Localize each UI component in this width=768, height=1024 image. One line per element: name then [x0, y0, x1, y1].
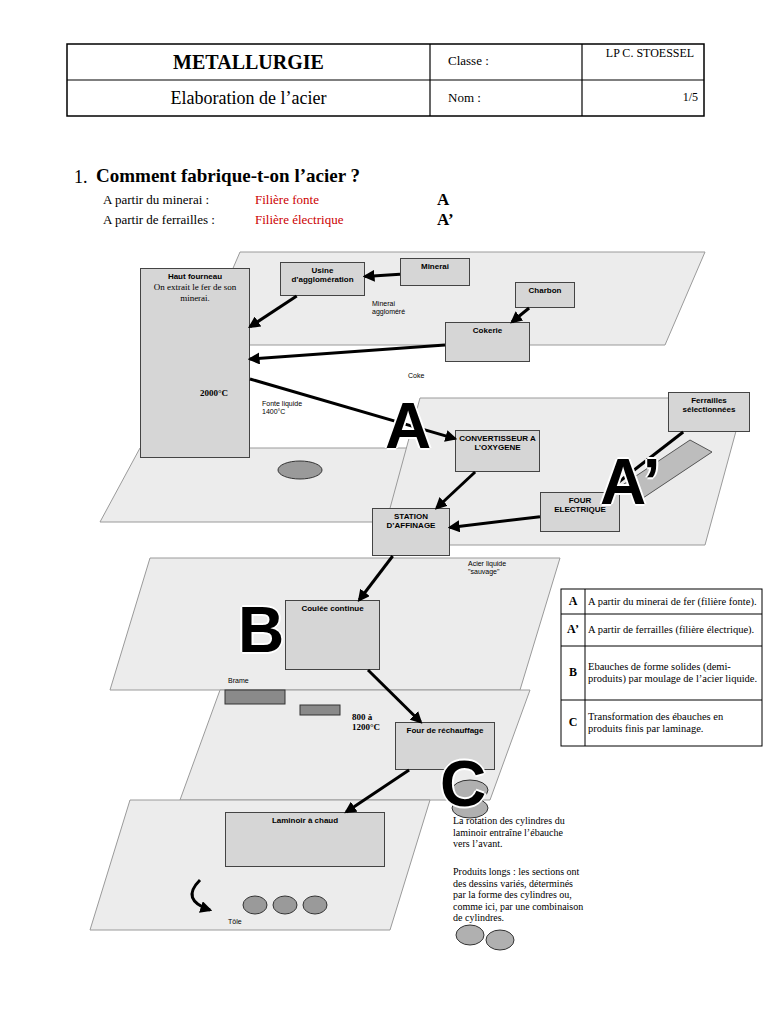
table-cell: A partir de ferrailles (filière électriq… — [588, 614, 760, 646]
equipment-box: Usine d’agglomération — [280, 262, 365, 296]
header-rule — [581, 44, 582, 116]
table-cell: A’ — [561, 614, 585, 646]
equipment-box: Minerai — [400, 258, 470, 286]
header-rule — [429, 44, 430, 116]
table-cell: B — [561, 646, 585, 700]
header-title: METALLURGIE — [67, 51, 430, 74]
part-label: Tôle — [228, 918, 258, 926]
equipment-name: Haut fourneau — [168, 272, 222, 281]
process-arrow — [437, 472, 476, 508]
route-letter: A — [437, 190, 467, 210]
process-arrow — [512, 308, 529, 322]
table-cell: A — [561, 589, 585, 614]
process-arrow — [359, 556, 393, 600]
stage-letter: A’ — [600, 450, 690, 514]
stage-letter: C — [440, 752, 500, 816]
table-cell: C — [561, 700, 585, 746]
header-subtitle: Elaboration de l’acier — [67, 88, 430, 109]
equipment-box: Coulée continue — [285, 600, 380, 670]
process-arrow — [450, 517, 540, 528]
process-arrow — [250, 296, 297, 327]
callout-note: Produits longs : les sections ont des de… — [453, 866, 588, 924]
equipment-name: Coulée continue — [301, 604, 363, 613]
route-letter: A’ — [437, 210, 467, 230]
route-intro: A partir de ferrailles : — [103, 213, 263, 228]
route-name: Filière électrique — [255, 213, 415, 228]
equipment-name: Ferrailles sélectionnées — [671, 396, 747, 414]
part-label: Acier liquide "sauvage" — [468, 560, 528, 576]
callout-note: La rotation des cylindres du laminoir en… — [453, 815, 578, 850]
temperature-label: 2000°C — [200, 388, 250, 398]
question-title: Comment fabrique-t-on l’acier ? — [96, 165, 496, 187]
page-number: 1/5 — [640, 91, 698, 105]
header-field: Nom : — [448, 91, 538, 106]
header-field: Classe : — [448, 54, 538, 69]
part-label: Fonte liquide 1400°C — [262, 400, 317, 416]
roller-cylinder — [486, 930, 514, 950]
stage-letter: A — [385, 394, 445, 458]
steel-coil — [243, 896, 267, 914]
table-rule — [585, 589, 586, 746]
process-arrow — [365, 274, 400, 276]
slab — [225, 690, 285, 704]
equipment-box: CONVERTISSEUR A L’OXYGENE — [455, 430, 540, 472]
floor-platform — [90, 800, 430, 930]
temperature-label: 800 à 1200°C — [352, 712, 392, 733]
route-name: Filière fonte — [255, 193, 415, 208]
equipment-name: Minerai — [421, 262, 449, 271]
header-frame — [67, 44, 704, 116]
table-cell: Transformation des ébauches en produits … — [588, 700, 760, 746]
equipment-name: Charbon — [529, 286, 562, 295]
process-arrow — [368, 670, 421, 722]
slab — [300, 705, 340, 715]
route-intro: A partir du minerai : — [103, 193, 263, 208]
equipment-name: STATION D’AFFINAGE — [375, 512, 447, 530]
roller-cylinder — [456, 925, 484, 945]
equipment-name: Usine d’agglomération — [283, 266, 362, 284]
question-number: 1. — [74, 167, 96, 188]
part-label: Brame — [228, 677, 268, 685]
blast-furnace-box: Haut fourneauOn extrait le fer de son mi… — [140, 268, 250, 458]
steel-coil — [303, 896, 327, 914]
part-label: Minerai aggloméré — [372, 300, 422, 316]
steel-coil — [273, 896, 297, 914]
equipment-box: Ferrailles sélectionnées — [668, 392, 750, 432]
header-school: LP C. STOESSEL — [600, 47, 700, 61]
table-rule — [561, 614, 762, 615]
table-rule — [561, 646, 762, 647]
part-label: Coke — [408, 372, 448, 380]
equipment-box: STATION D’AFFINAGE — [372, 508, 450, 556]
table-cell: Ebauches de forme solides (demi-produits… — [588, 646, 760, 700]
equipment-name: Cokerie — [473, 326, 502, 335]
equipment-name: Four de réchauffage — [407, 726, 484, 735]
table-cell: A partir du minerai de fer (filière font… — [588, 589, 760, 614]
equipment-name: CONVERTISSEUR A L’OXYGENE — [458, 434, 537, 452]
header-rule — [67, 79, 704, 80]
equipment-box: Charbon — [515, 282, 575, 308]
equipment-note: On extrait le fer de son minerai. — [143, 282, 247, 303]
table-rule — [561, 700, 762, 701]
equipment-box: Cokerie — [445, 322, 530, 362]
equipment-box: Laminoir à chaud — [225, 812, 385, 867]
equipment-name: Laminoir à chaud — [272, 816, 338, 825]
process-arrow — [346, 770, 409, 812]
torpedo-wagon — [278, 461, 322, 479]
coil-arrow — [192, 880, 210, 910]
stage-letter: B — [238, 598, 298, 662]
process-arrow — [250, 345, 445, 359]
floor-platform — [110, 558, 560, 690]
legend-table-frame — [561, 589, 762, 746]
